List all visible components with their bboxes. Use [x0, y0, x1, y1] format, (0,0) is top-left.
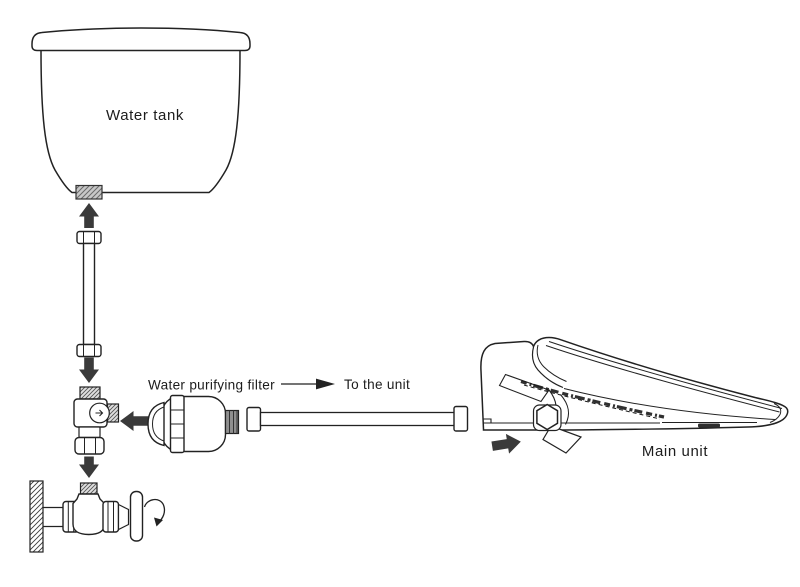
lid-inner-line-1	[548, 341, 783, 409]
shutoff-valve-stem	[117, 503, 130, 531]
arrow-up-icon	[79, 203, 99, 228]
shutoff-valve-figure	[43, 482, 144, 542]
seat-gap-line	[563, 388, 776, 420]
tank-outlet-fitting	[75, 184, 103, 200]
filter-label: Water purifying filter	[148, 378, 275, 393]
arrow-down-icon-2	[79, 456, 99, 478]
shutoff-valve-thread	[79, 482, 98, 495]
main-unit-label: Main unit	[642, 443, 708, 460]
filter-figure	[147, 394, 240, 454]
wall-hatch	[29, 480, 44, 553]
seat-texture-scribble	[520, 379, 665, 419]
tank-lid	[31, 27, 251, 52]
t-valve-top-thread	[79, 386, 101, 400]
filter-outlet-thread	[224, 409, 240, 435]
baseplate-line	[483, 418, 757, 424]
main-unit-figure	[480, 336, 789, 454]
tank-body	[40, 49, 241, 194]
arrow-left-icon	[120, 411, 149, 431]
to-unit-arrow-icon	[281, 378, 335, 390]
filter-left-cap	[147, 401, 165, 447]
rotate-arrow-icon	[143, 498, 166, 527]
hex-nut	[536, 403, 559, 431]
hose-horizontal	[246, 405, 469, 432]
water-tank-label: Water tank	[106, 107, 184, 124]
underside-detail	[698, 423, 720, 428]
right-end-cap	[769, 403, 782, 423]
lid-front-hook	[531, 346, 564, 389]
hose-tube	[259, 411, 456, 427]
t-valve-figure	[73, 386, 120, 455]
pipe-tube	[82, 242, 96, 346]
shutoff-valve-body	[72, 493, 106, 536]
shutoff-valve-handle	[129, 490, 144, 542]
arrow-down-icon	[79, 357, 99, 383]
to-unit-label: To the unit	[344, 377, 410, 392]
lid-front-hook-inner	[536, 344, 567, 382]
t-valve-dial-arrow	[95, 409, 104, 417]
supply-pipe-vertical	[76, 230, 102, 358]
lid-inner-line-2	[545, 345, 780, 413]
t-valve-nut	[74, 436, 105, 455]
arrow-right-icon	[491, 433, 521, 454]
mount-bracket	[542, 425, 583, 454]
seat-texture-echo	[523, 384, 661, 420]
water-tank-figure	[31, 27, 251, 200]
